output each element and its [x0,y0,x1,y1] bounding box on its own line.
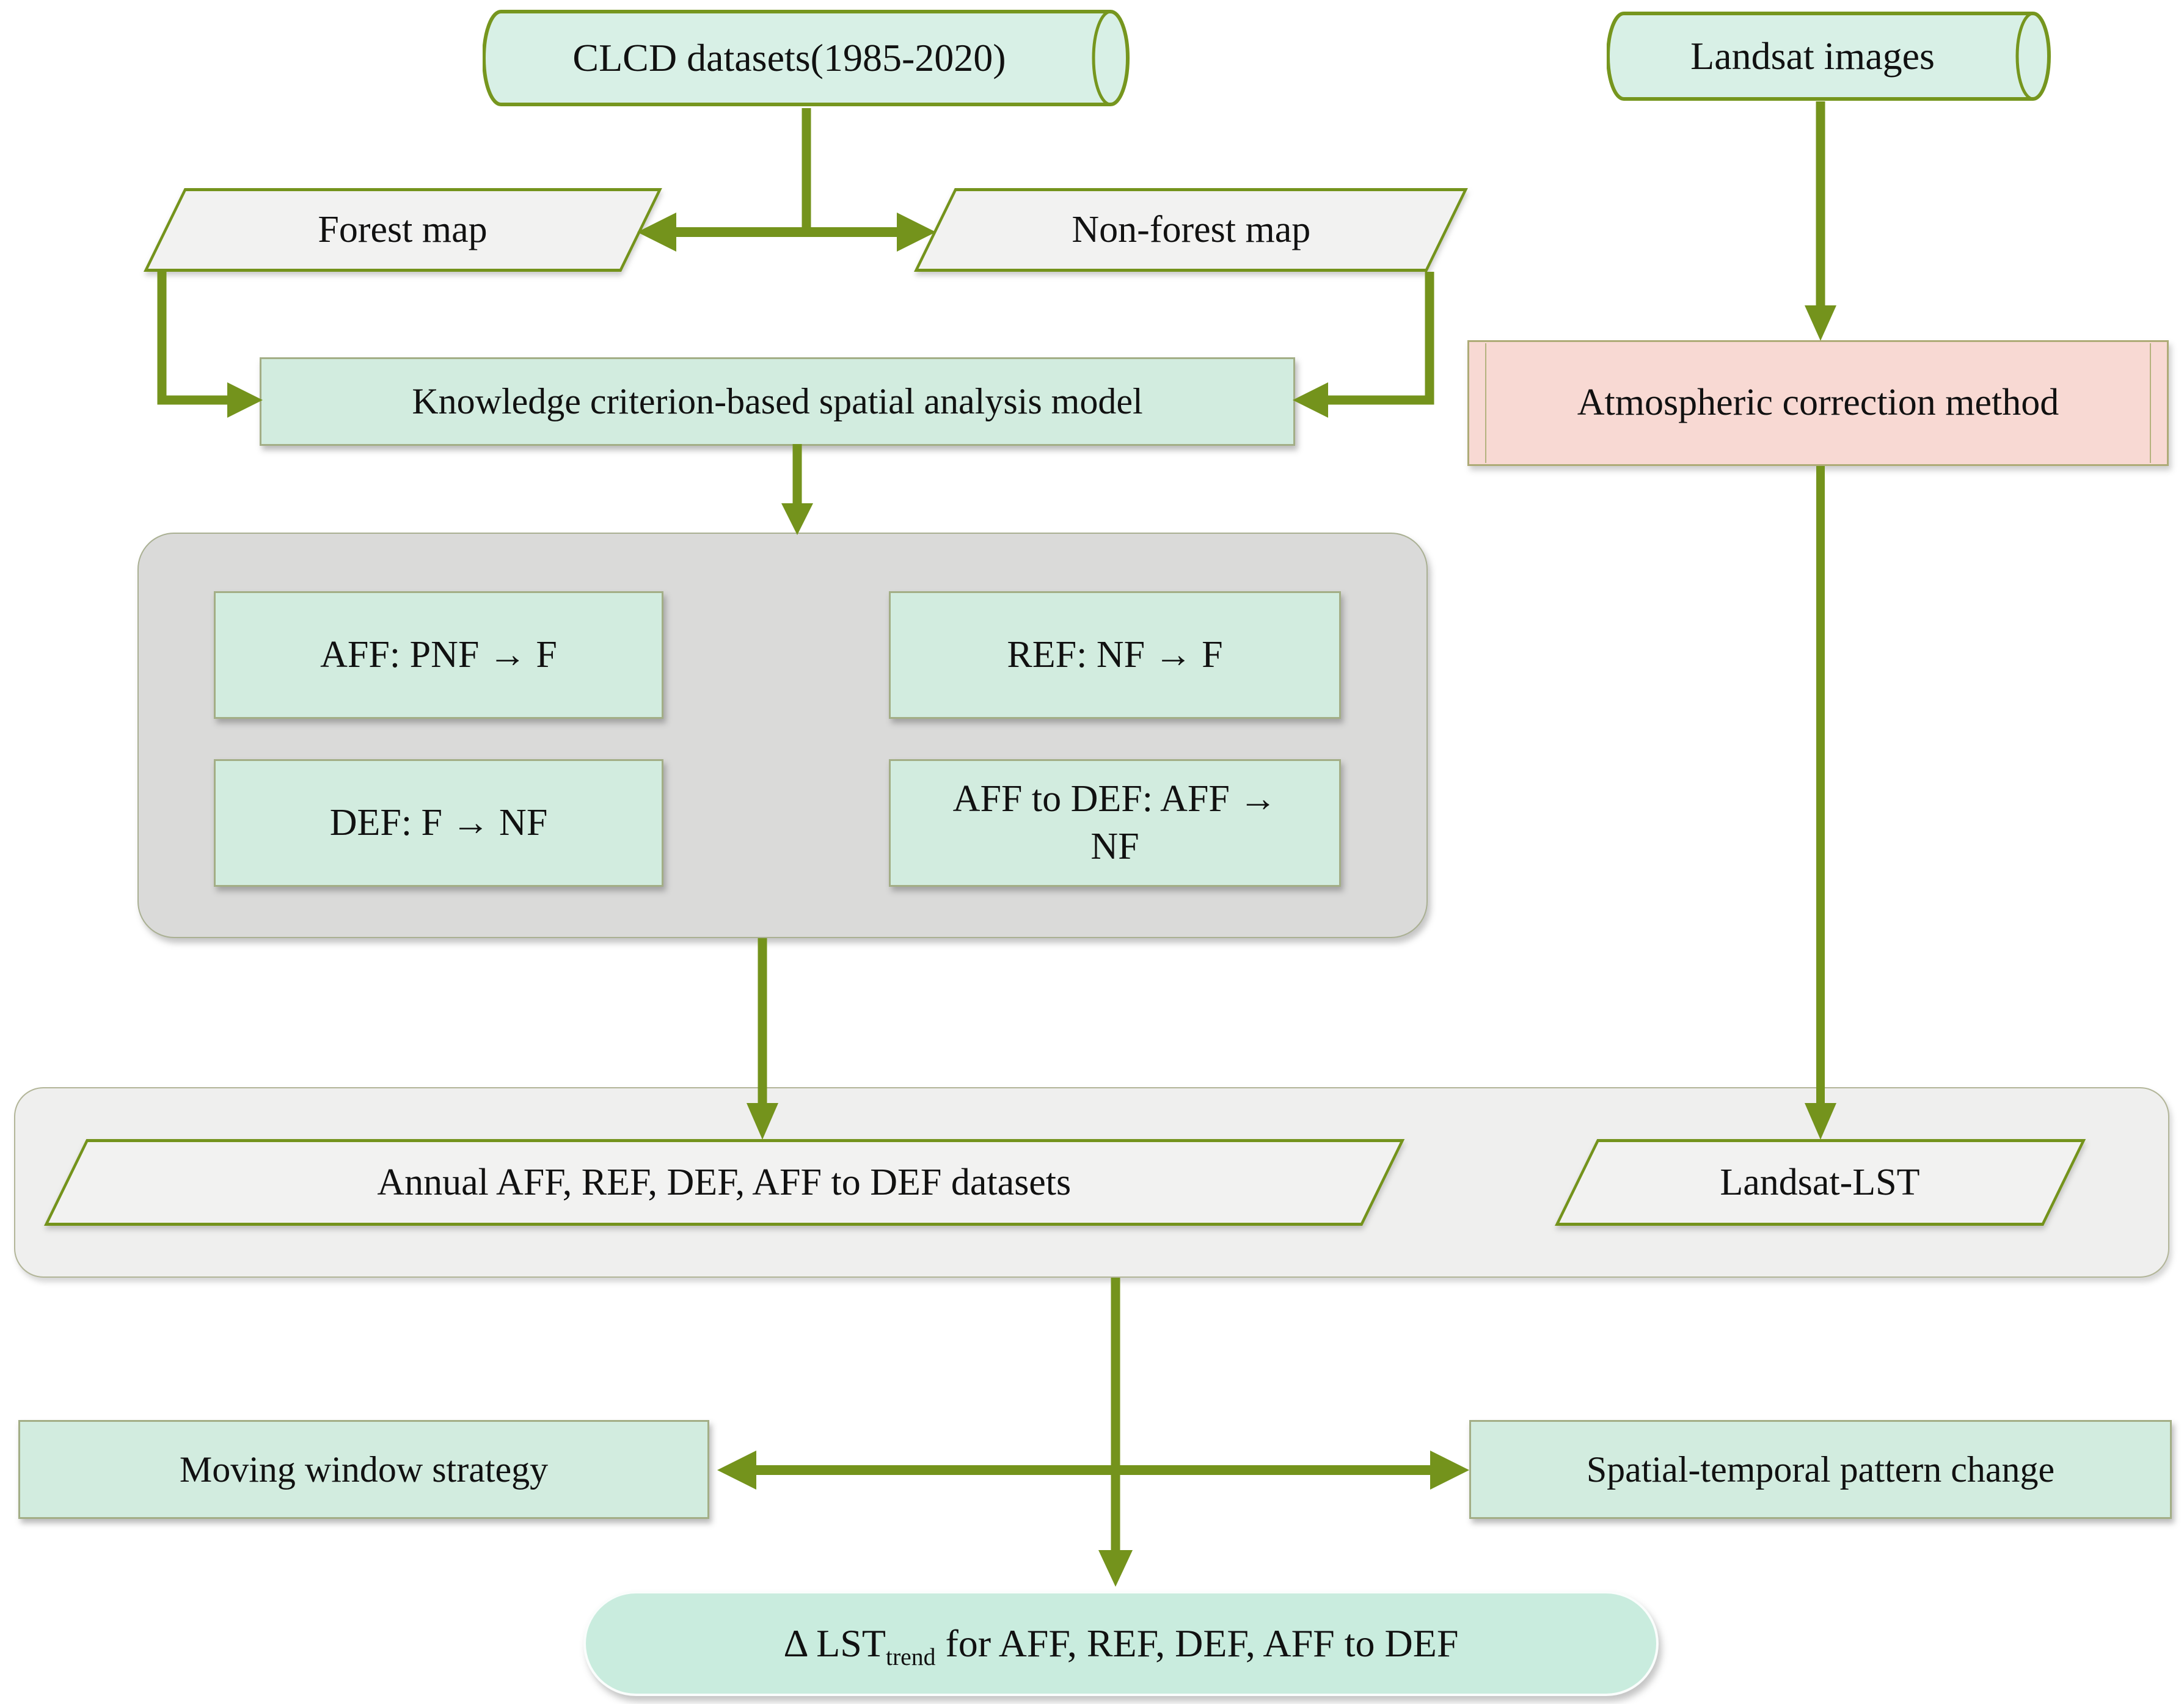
def-definition-box: DEF: F → NF [214,759,663,887]
cylinder-shape [482,10,1130,106]
arrowhead-nonforest-model [1293,382,1328,418]
atmospheric-correction-box: Atmospheric correction method [1467,340,2169,466]
spatial-temporal-box: Spatial-temporal pattern change [1469,1420,2172,1519]
arrow-forest-to-model [157,272,228,405]
clcd-datasets-label: CLCD datasets(1985-2020) [572,36,1006,79]
spatial-temporal-label: Spatial-temporal pattern change [1586,1449,2055,1490]
annual-datasets-label: Annual AFF, REF, DEF, AFF to DEF dataset… [377,1161,1072,1203]
aff-definition-label: AFF: PNF → F [320,633,557,675]
non-forest-map-parallelogram: Non-forest map [914,188,1468,272]
moving-window-label: Moving window strategy [179,1449,549,1490]
lst-trend-suffix: for AFF, REF, DEF, AFF to DEF [935,1622,1459,1665]
non-forest-map-label: Non-forest map [1071,209,1310,250]
landsat-lst-label: Landsat-LST [1720,1161,1921,1203]
arrowhead-junction-left [717,1451,756,1490]
arrowhead-junction-down [1098,1550,1133,1587]
lst-trend-subscript: trend [885,1643,936,1670]
lst-trend-prefix: Δ LST [783,1622,886,1665]
landsat-lst-parallelogram: Landsat-LST [1555,1139,2086,1226]
moving-window-box: Moving window strategy [18,1420,709,1519]
annual-datasets-parallelogram: Annual AFF, REF, DEF, AFF to DEF dataset… [44,1139,1405,1226]
forest-map-label: Forest map [318,209,488,250]
arrowhead-junction-right [1430,1451,1469,1490]
landsat-images-label: Landsat images [1690,34,1935,78]
left-side-line [1485,343,1486,463]
atmospheric-correction-label: Atmospheric correction method [1577,382,2059,424]
right-side-line [2150,343,2151,463]
ref-definition-box: REF: NF → F [889,591,1341,719]
aff-to-def-definition-box: AFF to DEF: AFF → NF [889,759,1341,887]
arrow-nonforest-to-model [1327,272,1434,405]
aff-to-def-definition-label: AFF to DEF: AFF → NF [952,778,1277,867]
arrowhead-forest-model [227,382,263,418]
arrowhead-landsat-atmospheric [1805,305,1836,341]
arrowhead-model-container [781,503,813,535]
lst-trend-result-label: Δ LSTtrend for AFF, REF, DEF, AFF to DEF [783,1619,1459,1670]
lst-trend-result-box: Δ LSTtrend for AFF, REF, DEF, AFF to DEF [583,1591,1659,1696]
cylinder-shape [1606,12,2051,101]
def-definition-label: DEF: F → NF [329,801,548,843]
knowledge-model-box: Knowledge criterion-based spatial analys… [260,357,1295,446]
ref-definition-label: REF: NF → F [1007,633,1223,675]
knowledge-model-label: Knowledge criterion-based spatial analys… [412,381,1143,421]
clcd-datasets-cylinder: CLCD datasets(1985-2020) [482,9,1130,107]
forest-map-parallelogram: Forest map [144,188,662,272]
aff-definition-box: AFF: PNF → F [214,591,663,719]
landsat-images-cylinder: Landsat images [1606,11,2053,101]
